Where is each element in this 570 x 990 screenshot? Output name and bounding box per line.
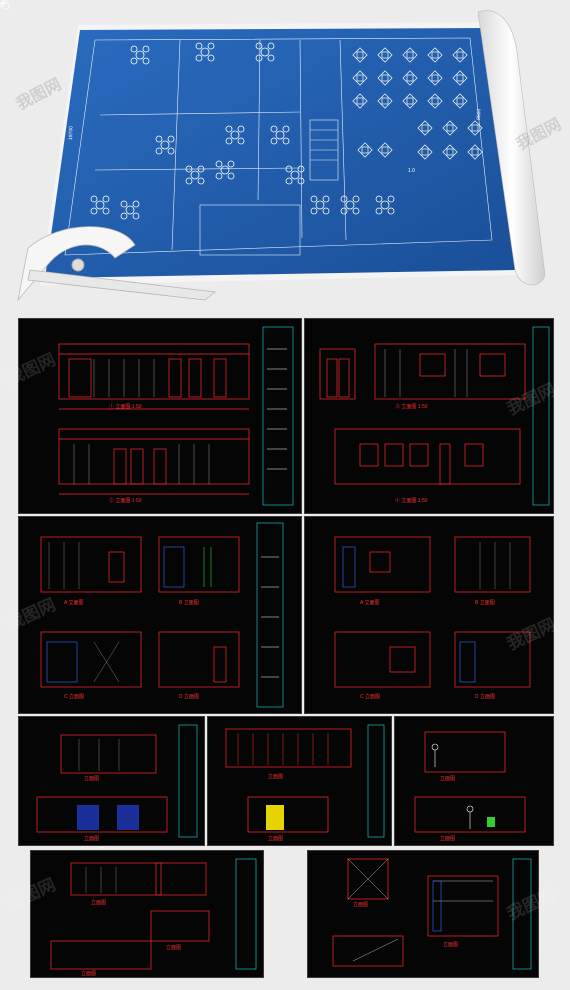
cad-sheet: A 立面图 B 立面图 C 立面图 D 立面图: [18, 516, 302, 714]
cad-sheet: 立面图 立面图 立面图: [30, 850, 264, 978]
cad-sheet: ① 立面图 1:50 ② 立面图 1:50: [18, 318, 302, 514]
sheet-caption: D 立面图: [179, 694, 200, 700]
sheet-caption: 立面图: [353, 902, 369, 908]
sheet-caption: ① 立面图 1:50: [109, 404, 142, 410]
cad-sheet: 立面图 立面图: [394, 716, 554, 846]
sheet-caption: 立面图: [443, 942, 459, 948]
blueprint-preview: 19700 8600 1.0 我图网 我图网: [0, 0, 570, 305]
cad-sheet: A 立面图 B 立面图 C 立面图 D 立面图: [304, 516, 554, 714]
sheet-caption: ② 立面图 1:50: [109, 498, 142, 504]
protractor-ruler: [17, 226, 216, 302]
sheet-caption: C 立面图: [360, 694, 381, 700]
sheet-caption: ④ 立面图 1:50: [395, 498, 428, 504]
blueprint-sheet-graphic: 19700 8600 1.0 我图网 我图网: [0, 0, 564, 302]
dim-right: 8600: [476, 109, 482, 121]
sheet-caption: 立面图: [166, 945, 182, 951]
sheet-caption: 立面图: [440, 836, 456, 842]
sheet-caption: B 立面图: [475, 600, 495, 606]
table-grid: [0, 0, 8, 8]
elevation-drawing: [50, 858, 257, 970]
elevation-drawing: [414, 731, 526, 833]
watermark: 我图网: [13, 74, 64, 113]
sheet-caption: 立面图: [84, 776, 100, 782]
elevation-drawing: [58, 326, 294, 506]
sheet-caption: A 立面图: [64, 600, 84, 606]
elevation-drawing: [40, 522, 284, 708]
dim-left: 19700: [68, 126, 74, 140]
elevation-drawing: [319, 326, 550, 506]
cad-sheet: 立面图 立面图: [18, 716, 205, 846]
sheet-caption: 立面图: [268, 836, 284, 842]
cad-sheet: 立面图 立面图: [307, 850, 539, 978]
room-mark: 1.0: [408, 168, 415, 174]
elevation-drawing: [332, 858, 532, 970]
sheet-caption: 立面图: [91, 900, 107, 906]
sheet-caption: 立面图: [81, 971, 97, 977]
sheet-caption: ③ 立面图 1:50: [395, 404, 428, 410]
elevation-drawing: [225, 724, 385, 838]
sheet-caption: 立面图: [268, 774, 284, 780]
sheet-caption: 立面图: [440, 776, 456, 782]
sheet-caption: 立面图: [84, 836, 100, 842]
sheet-caption: B 立面图: [179, 600, 199, 606]
sheet-caption: A 立面图: [360, 600, 380, 606]
cad-sheet: 立面图 立面图: [207, 716, 392, 846]
elevation-drawing: [36, 724, 198, 838]
cad-sheet: ③ 立面图 1:50 ④ 立面图 1:50: [304, 318, 554, 514]
sheet-caption: D 立面图: [475, 694, 496, 700]
sheet-caption: C 立面图: [64, 694, 85, 700]
elevation-drawing: [334, 536, 531, 688]
